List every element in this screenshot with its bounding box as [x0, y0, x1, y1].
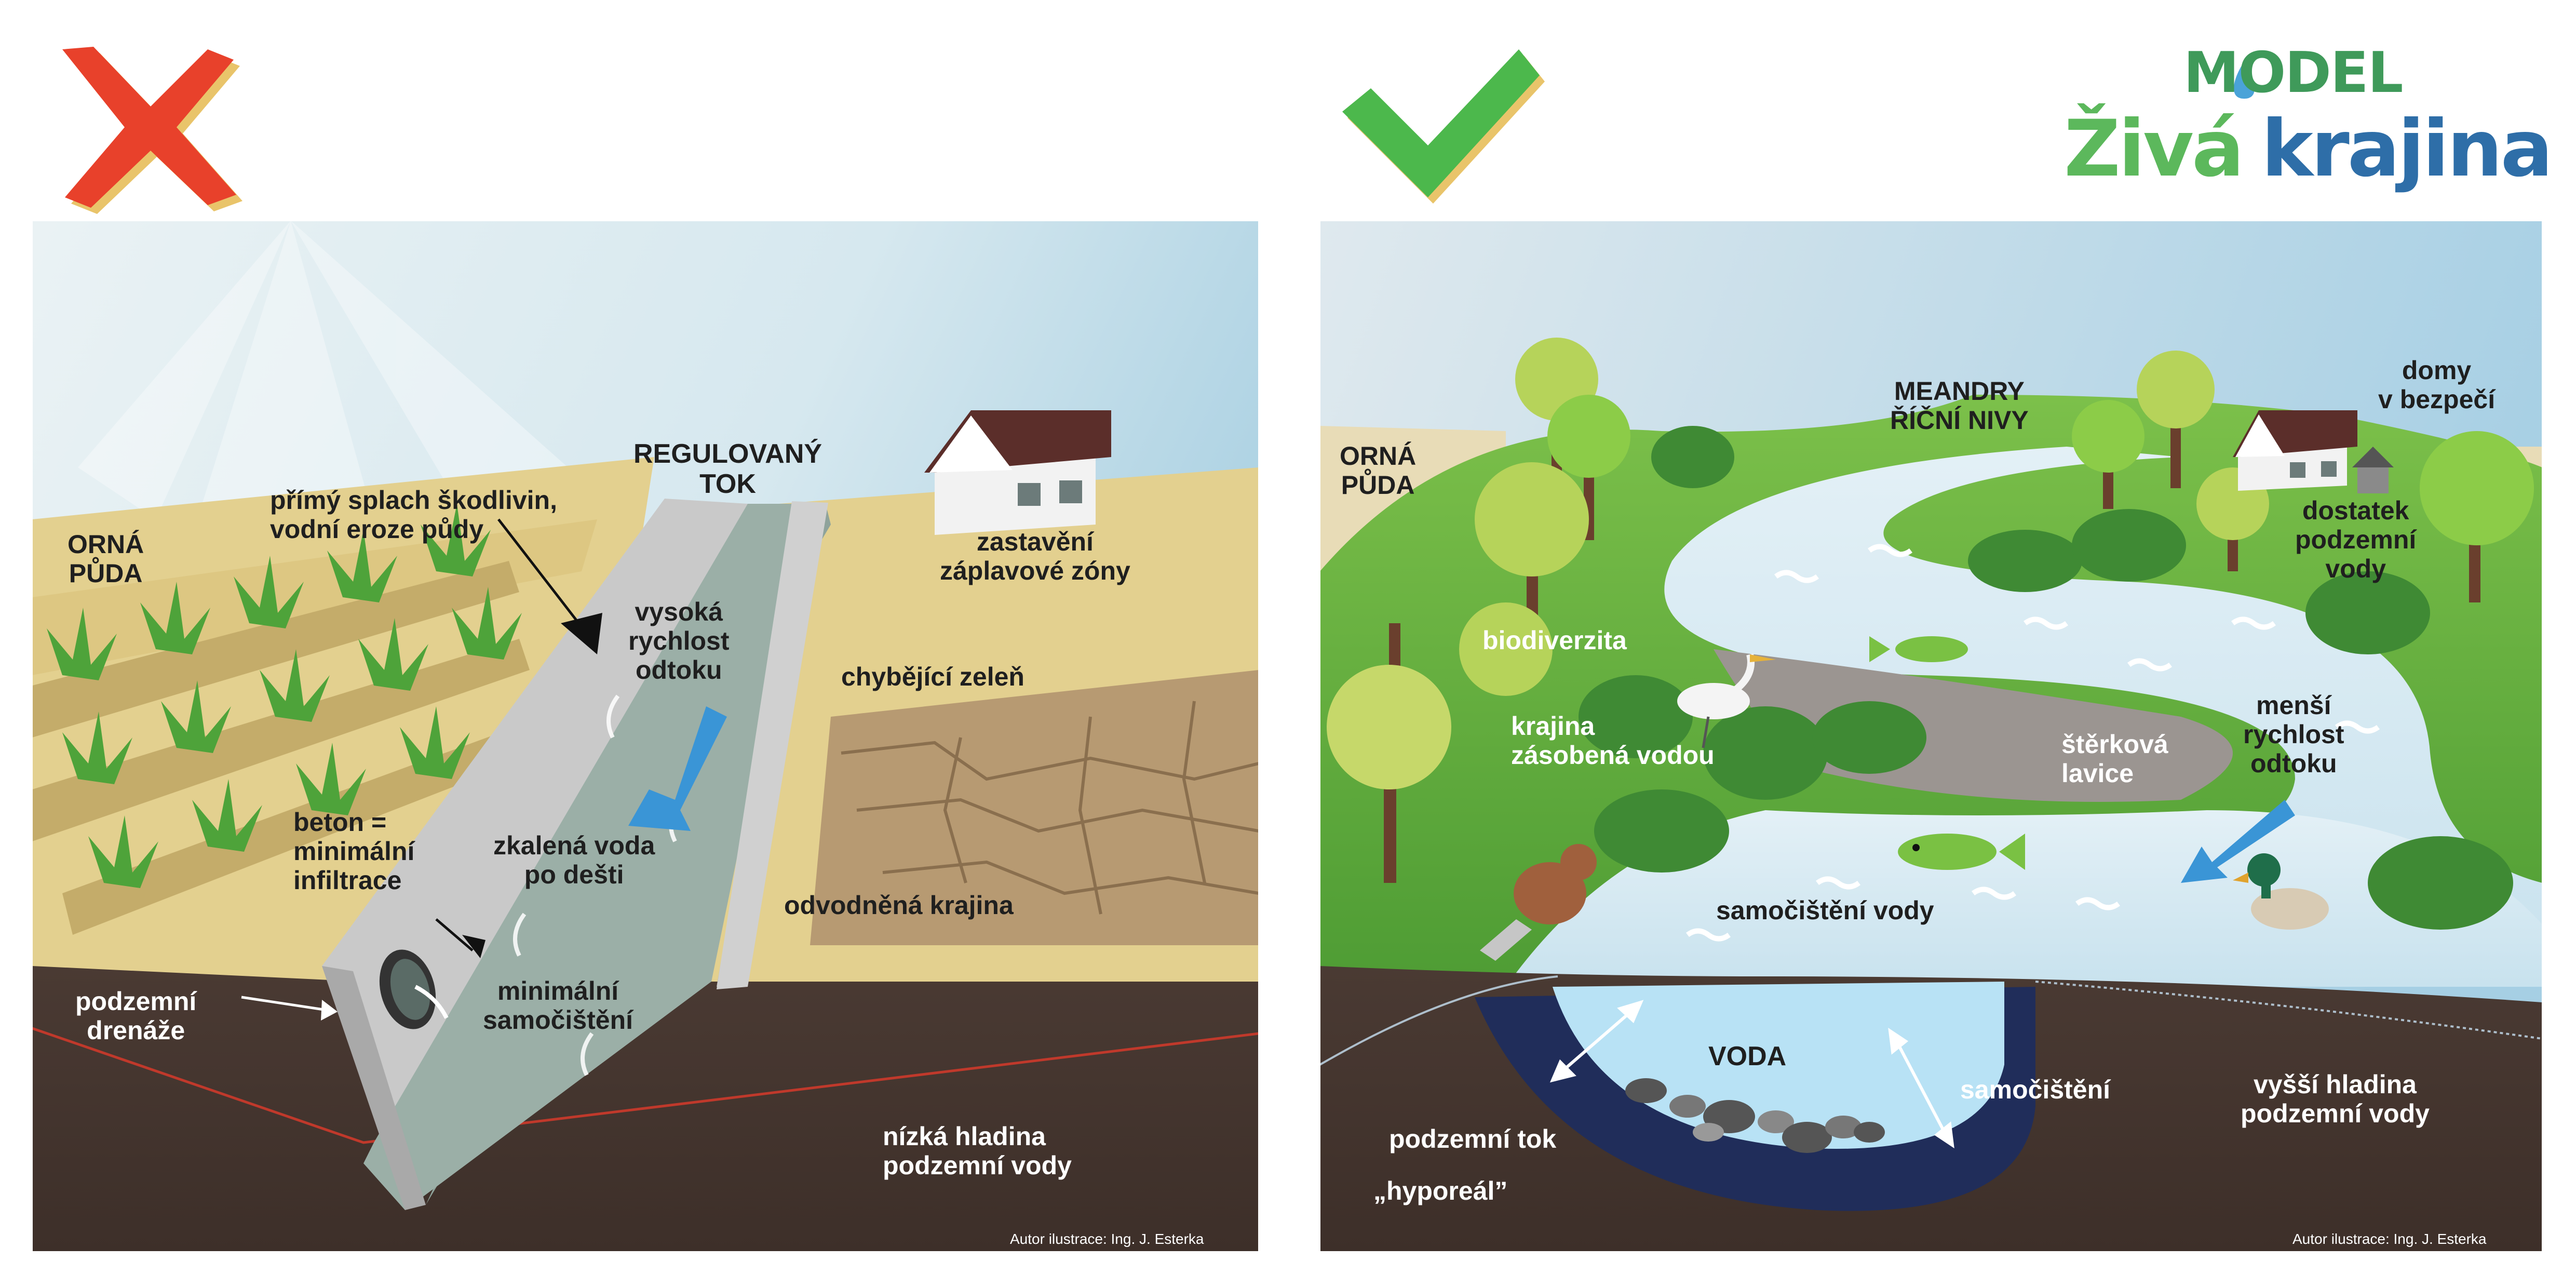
- heron-icon: [1677, 653, 1776, 748]
- label-vysoka-rychlost: vysoká rychlost odtoku: [628, 597, 730, 685]
- logo-ziva: Živá: [2064, 104, 2244, 194]
- label-regulovany-tok: REGULOVANÝ TOK: [633, 439, 822, 500]
- left-panel-frame: [32, 220, 1259, 1252]
- pointer-arrow-icon: [561, 613, 602, 654]
- label-samocisteni: samočištění: [1960, 1075, 2111, 1104]
- right-panel-scene: [1320, 221, 2542, 1252]
- flow-arrow-icon: [628, 706, 727, 831]
- label-sterkova-lavice: štěrková lavice: [2061, 730, 2168, 788]
- label-zastaveni: zastavění záplavové zóny: [940, 527, 1130, 585]
- label-orna-puda-left: ORNÁ PŮDA: [68, 530, 144, 588]
- label-chybejici-zelen: chybějící zeleň: [841, 662, 1024, 691]
- label-krajina-zasobena: krajina zásobená vodou: [1511, 712, 1715, 770]
- left-credit: Autor ilustrace: Ing. J. Esterka: [1010, 1231, 1204, 1247]
- fish-icon: [1869, 636, 2025, 870]
- low-water-table-line: [32, 1027, 1259, 1144]
- label-biodiverzita: biodiverzita: [1482, 626, 1627, 655]
- label-podzemni-tok: podzemní tok: [1389, 1124, 1557, 1153]
- check-icon: [1342, 49, 1545, 204]
- label-podzemni-drenaze: podzemní drenáže: [75, 987, 197, 1045]
- label-orna-puda-right: ORNÁ PŮDA: [1340, 441, 1417, 500]
- duck-icon: [2233, 853, 2329, 930]
- right-credit: Autor ilustrace: Ing. J. Esterka: [2292, 1231, 2487, 1247]
- pebbles: [1625, 1078, 1885, 1153]
- label-primy-splach: přímý splach škodlivin, vodní eroze půdy: [270, 486, 557, 544]
- sun-rays: [78, 221, 597, 519]
- label-hyporeal: „hyporeál”: [1373, 1176, 1508, 1205]
- house-icon: [924, 410, 1111, 535]
- slow-flow-arrow-icon: [2181, 800, 2295, 883]
- label-meandry: MEANDRY ŘÍČNÍ NIVY: [1890, 377, 2029, 435]
- cross-icon: [62, 47, 242, 214]
- logo-model: MODEL: [2183, 41, 2404, 105]
- channel-right-wall: [717, 501, 828, 989]
- water-drop-icon: [2234, 61, 2255, 99]
- label-voda: VODA: [1708, 1041, 1787, 1071]
- logo-krajina: krajina: [2261, 104, 2553, 194]
- label-minimalni-samocisteni: minimální samočištění: [483, 976, 633, 1035]
- label-domy: domy v bezpečí: [2378, 356, 2496, 414]
- label-beton: beton = minimální infiltrace: [293, 808, 415, 895]
- label-samocisteni-vody: samočištění vody: [1716, 896, 1934, 925]
- safe-house-icon: [2233, 410, 2394, 493]
- drain-pipe: [379, 949, 449, 1029]
- channel-left-wall: [322, 499, 748, 1210]
- label-mensi-rychlost: menší rychlost odtoku: [2243, 691, 2344, 778]
- left-panel-scene: [32, 221, 1259, 1252]
- label-zkalena-voda: zkalená voda po dešti: [493, 831, 655, 889]
- trees: [1327, 338, 2534, 930]
- crop-rows: [32, 504, 540, 935]
- label-nizka-hladina: nízká hladina podzemní vody: [883, 1122, 1072, 1180]
- cracked-soil: [810, 670, 1259, 945]
- label-odvodnena-krajina: odvodněná krajina: [784, 891, 1014, 920]
- beaver-icon: [1480, 844, 1597, 961]
- groundwater-pool: [1553, 982, 2004, 1149]
- right-panel-frame: [1319, 220, 2543, 1252]
- label-dostatek: dostatek podzemní vody: [2295, 496, 2417, 583]
- label-vyssi-hladina: vyšší hladina podzemní vody: [2241, 1070, 2430, 1128]
